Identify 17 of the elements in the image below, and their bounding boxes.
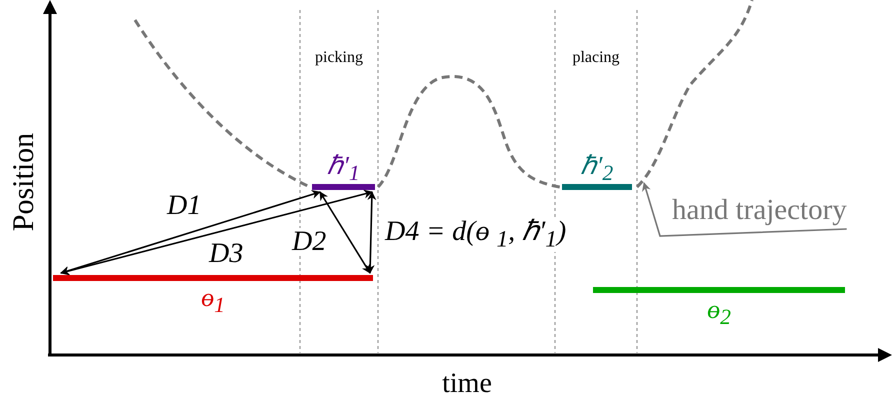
phase-label: picking: [315, 50, 363, 66]
distance-arrow: [319, 191, 371, 274]
distance-arrow: [60, 190, 321, 275]
interval-label: ℏ′$_{1}$: [327, 153, 360, 185]
hand-trajectory-curve: [134, 0, 754, 188]
interval-label: ɵ$_{1}$: [201, 285, 225, 317]
edge-label: D4 = d(ɵ $_{1}$, ℏ′$_{1}$): [383, 218, 568, 252]
axis-title: time: [442, 370, 492, 398]
axis-title: Position: [9, 132, 39, 232]
phase-label: placing: [572, 50, 620, 66]
interval-label: ɵ$_{2}$: [707, 297, 731, 329]
distance-arrow: [60, 190, 373, 276]
edge-label: D2: [290, 228, 328, 256]
interval-label: ℏ′$_{2}$: [580, 153, 614, 185]
trajectory-label: hand trajectory: [672, 196, 847, 225]
leader-line: [642, 182, 847, 237]
distance-arrow: [366, 191, 376, 274]
